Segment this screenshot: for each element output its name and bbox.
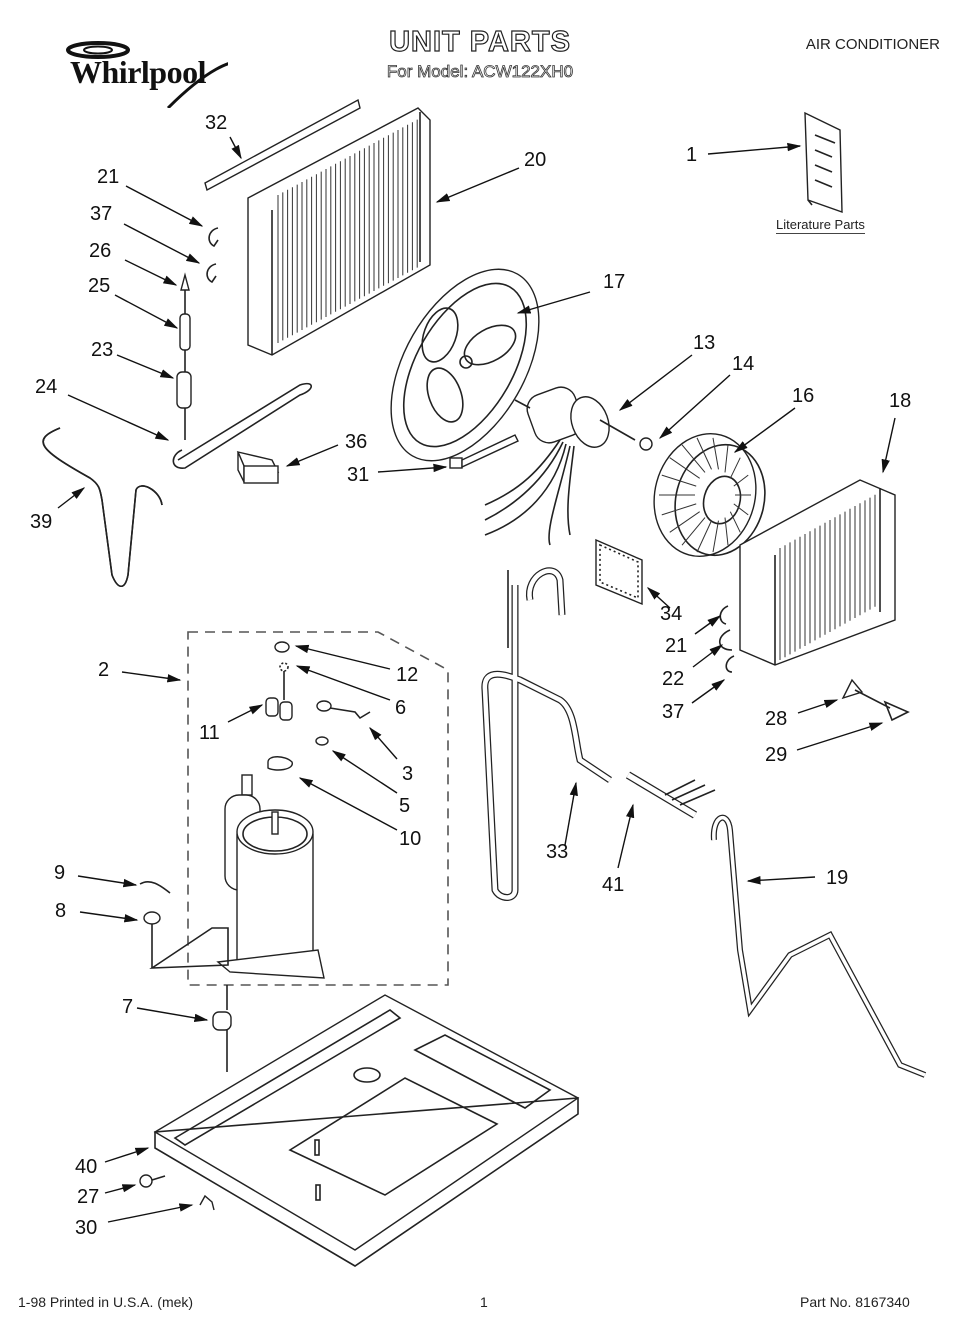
tube-loop-part <box>172 382 313 469</box>
fin-line <box>724 444 729 473</box>
callout-5: 5 <box>399 795 411 817</box>
filter-pad-part <box>595 538 643 606</box>
clip-part <box>719 605 729 625</box>
seal-strip-part <box>204 98 361 192</box>
fin-line <box>729 457 741 479</box>
clip-part <box>725 655 735 673</box>
return-bend-part <box>718 629 733 651</box>
evaporator-coil-part <box>739 479 896 666</box>
callout-40: 40 <box>75 1156 98 1178</box>
page-number: 1 <box>480 1294 488 1310</box>
callout-41: 41 <box>602 874 625 896</box>
callout-12: 12 <box>396 664 419 686</box>
callout-31: 31 <box>347 464 370 486</box>
grommet-part <box>212 985 232 1072</box>
fan-shroud-part <box>390 268 540 462</box>
print-info: 1-98 Printed in U.S.A. (mek) <box>18 1294 194 1310</box>
base-pan-part <box>153 994 580 1267</box>
callout-28: 28 <box>765 708 788 730</box>
part-number: Part No. 8167340 <box>800 1294 910 1310</box>
callout-2: 2 <box>98 659 110 681</box>
bracket-part <box>841 678 864 700</box>
whirlpool-logo: Whirlpool <box>58 38 228 108</box>
fin-line <box>733 503 749 516</box>
callout-36: 36 <box>345 431 368 453</box>
callout-10: 10 <box>399 828 422 850</box>
fin-line <box>696 520 712 553</box>
block-part <box>236 451 280 484</box>
callout-21-right: 21 <box>665 635 688 657</box>
callout-22: 22 <box>662 668 685 690</box>
clip-part <box>139 880 171 894</box>
literature-parts-label: Literature Parts <box>776 217 865 234</box>
callout-16: 16 <box>792 385 815 407</box>
clip-part <box>208 227 219 248</box>
callout-30: 30 <box>75 1217 98 1239</box>
callout-7: 7 <box>122 996 134 1018</box>
callout-21-left: 21 <box>97 166 120 188</box>
compressor-part <box>149 641 371 979</box>
fin-line <box>661 474 697 487</box>
model-subtitle: For Model: ACW122XH0 <box>386 62 574 82</box>
callout-1: 1 <box>686 144 698 166</box>
screw-part <box>139 1174 166 1188</box>
callout-8: 8 <box>55 900 67 922</box>
callout-24: 24 <box>35 376 58 398</box>
callout-27: 27 <box>77 1186 100 1208</box>
callout-13: 13 <box>693 332 716 354</box>
callout-17: 17 <box>603 271 626 293</box>
blower-wheel-part <box>653 433 766 557</box>
compressor-assembly-boundary <box>187 631 449 986</box>
fin-line <box>681 444 706 473</box>
callout-19: 19 <box>826 867 849 889</box>
callout-37-left: 37 <box>90 203 113 225</box>
tube-part <box>710 814 927 1078</box>
fin-line <box>681 517 706 546</box>
callout-39: 39 <box>30 511 53 533</box>
fin-line <box>669 457 700 479</box>
literature-booklet <box>804 111 843 213</box>
callout-11: 11 <box>199 722 220 744</box>
callout-6: 6 <box>395 697 407 719</box>
swirl-icon <box>66 41 228 108</box>
washer-part <box>143 911 161 925</box>
callout-leaders <box>57 136 896 1223</box>
fin-line <box>724 517 729 546</box>
fin-line <box>696 437 712 470</box>
fin-line <box>661 503 697 516</box>
callout-33: 33 <box>546 841 569 863</box>
callout-14: 14 <box>732 353 755 375</box>
callout-29: 29 <box>765 744 788 766</box>
fin-line <box>669 511 700 533</box>
product-category: AIR CONDITIONER <box>805 36 940 53</box>
clip-part <box>206 263 217 284</box>
callout-20: 20 <box>524 149 547 171</box>
fan-motor-part <box>484 386 636 546</box>
fin-line <box>712 437 719 470</box>
cable-tie-part <box>449 434 519 469</box>
callout-23: 23 <box>91 339 114 361</box>
callout-3: 3 <box>402 763 414 785</box>
callout-18: 18 <box>889 390 912 412</box>
fitting-stack-part <box>176 272 192 440</box>
page-title: UNIT PARTS <box>388 25 571 58</box>
condenser-coil-part <box>247 107 431 356</box>
callout-9: 9 <box>54 862 66 884</box>
callout-32: 32 <box>205 112 228 134</box>
fin-line <box>733 474 749 487</box>
callout-34: 34 <box>660 603 683 625</box>
tube-part <box>481 567 612 901</box>
callout-26: 26 <box>89 240 112 262</box>
brand-name: Whirlpool <box>70 54 206 90</box>
clip-part <box>883 700 910 722</box>
bracket-part <box>199 1194 215 1211</box>
manifold-tube-part <box>625 771 716 819</box>
nut-part <box>639 437 653 451</box>
callout-37-right: 37 <box>662 701 685 723</box>
callout-25: 25 <box>88 275 111 297</box>
fin-line <box>712 520 719 553</box>
fin-line <box>729 511 741 533</box>
